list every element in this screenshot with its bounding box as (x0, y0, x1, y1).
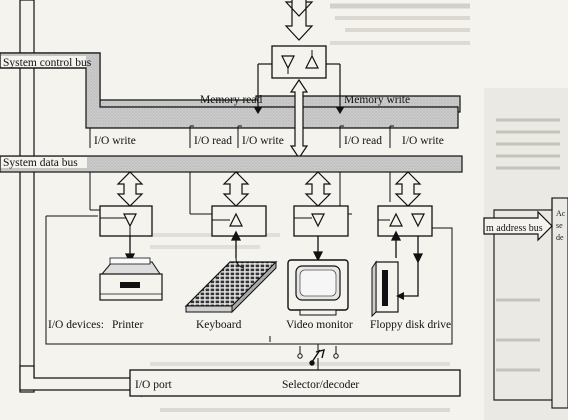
io-read-label-2: I/O read (344, 135, 382, 147)
system-control-bus: System control bus (0, 52, 461, 129)
right-page-panel: Ac se de (484, 88, 568, 420)
memory-read-label: Memory read (200, 94, 263, 106)
memory-top-arrow (284, 0, 314, 41)
selector-decoder-label: Selector/decoder (282, 379, 359, 391)
io-signal-ticks (89, 125, 394, 148)
floppy-buffer (377, 205, 433, 237)
printer-icon (99, 257, 163, 301)
memory-write-label: Memory write (344, 94, 410, 106)
printer-buffer (99, 205, 153, 237)
address-bus-label: m address bus (486, 223, 543, 234)
video-monitor-icon (287, 259, 349, 316)
address-bus-arrow: m address bus (483, 210, 553, 242)
keyboard-icon (184, 257, 278, 314)
right-panel-line-3: de (556, 233, 564, 242)
io-write-label-1: I/O write (94, 135, 136, 147)
io-read-label-1: I/O read (194, 135, 232, 147)
video-buffer (293, 205, 349, 237)
keyboard-label: Keyboard (196, 319, 242, 331)
control-bus-label: System control bus (3, 57, 92, 69)
selector-lines (45, 215, 453, 359)
memory-signal-lines (253, 63, 345, 115)
io-devices-label: I/O devices: (48, 319, 104, 331)
selector-decoder-block: I/O port Selector/decoder (129, 358, 461, 397)
floppy-drive-icon (371, 258, 419, 318)
right-panel-line-2: se (556, 221, 563, 230)
selector-switch-icon (309, 349, 325, 366)
io-port-label: I/O port (135, 379, 173, 391)
io-write-label-3: I/O write (402, 135, 444, 147)
control-bus-vertical (19, 0, 35, 393)
device-bus-arrows (116, 171, 422, 207)
memory-buffer-block (271, 45, 327, 79)
system-data-bus: System data bus (0, 155, 463, 173)
data-bus-label: System data bus (3, 157, 78, 169)
floppy-label: Floppy disk drive (370, 319, 451, 331)
printer-label: Printer (112, 319, 143, 331)
io-write-label-2: I/O write (242, 135, 284, 147)
right-panel-line-1: Ac (556, 209, 566, 218)
keyboard-buffer (211, 205, 267, 237)
video-monitor-label: Video monitor (286, 319, 353, 331)
